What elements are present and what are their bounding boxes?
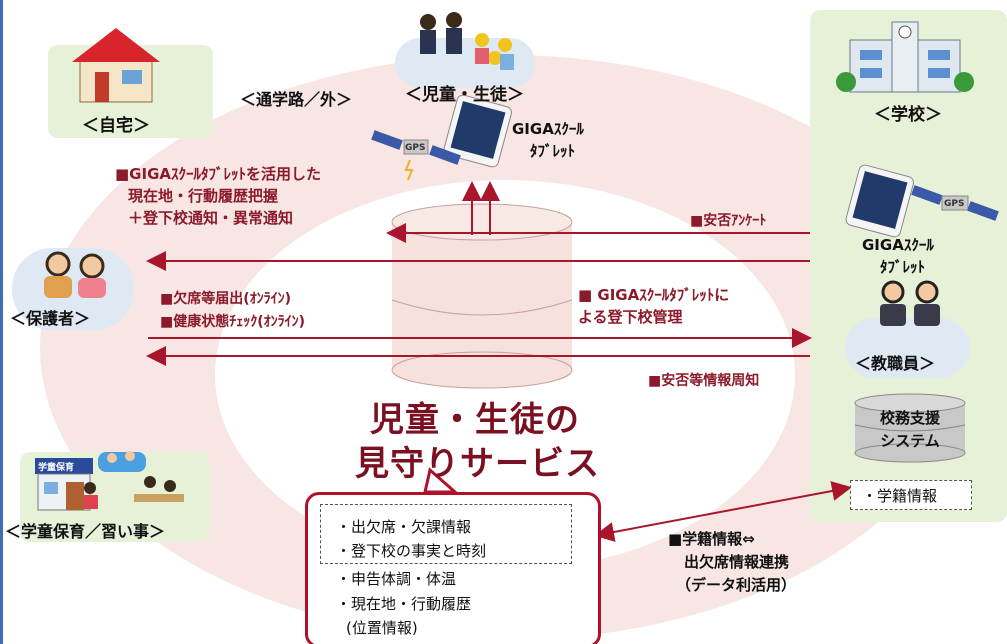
guardian-icon: [44, 251, 106, 298]
arrow-registry-link: [594, 481, 852, 542]
tablet-right-line1: GIGAｽｸｰﾙ: [862, 236, 934, 254]
staff-label: ＜教職員＞: [855, 354, 936, 373]
tablet-top-line1: GIGAｽｸｰﾙ: [512, 120, 584, 138]
data-item: ・現在地・行動履歴: [336, 595, 472, 613]
service-title-line2: 見守りサービス: [355, 444, 600, 484]
children-label: ＜児童・生徒＞: [405, 85, 524, 105]
home-label: ＜自宅＞: [82, 116, 150, 136]
gps-label-top: GPS: [405, 143, 426, 153]
tablet-top-icon: [443, 94, 512, 168]
registry-link-line1: ■学籍情報⇔: [668, 530, 755, 548]
afterschool-building-icon: [35, 458, 93, 511]
absence-report-label: ■欠席等届出(ｵﾝﾗｲﾝ): [160, 291, 292, 307]
data-items-highlight: [320, 504, 572, 564]
staff-icon: [880, 280, 940, 326]
data-item: ・出欠席・欠課情報: [336, 518, 472, 536]
school-system-cylinder: [854, 393, 966, 463]
tablet-use-line3: ＋登下校通知・異常通知: [128, 209, 294, 227]
data-item: ・登下校の事実と時刻: [336, 542, 487, 560]
satellite-right-icon: [911, 185, 999, 221]
health-check-label: ■健康状態ﾁｪｯｸ(ｵﾝﾗｲﾝ): [160, 314, 306, 330]
guardian-panel: [12, 248, 134, 330]
attendance-mgmt-line1: ■ GIGAｽｸｰﾙﾀﾌﾞﾚｯﾄに: [578, 286, 730, 304]
school-system-line2: システム: [880, 432, 940, 450]
service-title-line1: 児童・生徒の: [370, 400, 580, 440]
tablet-use-line1: ■GIGAｽｸｰﾙﾀﾌﾞﾚｯﾄを活用した: [115, 165, 321, 183]
school-label: ＜学校＞: [874, 105, 942, 125]
study-kids-icon: [84, 476, 184, 509]
afterschool-label: ＜学童保育／習い事＞: [5, 522, 166, 541]
guardian-label: ＜保護者＞: [10, 309, 91, 328]
children-icon: [420, 12, 514, 70]
school-system-item: ・学籍情報: [862, 487, 938, 505]
staff-panel: [845, 318, 970, 378]
data-items-box: [305, 492, 601, 644]
tablet-right-line2: ﾀﾌﾞﾚｯﾄ: [880, 258, 926, 276]
route-label: ＜通学路／外＞: [240, 90, 353, 109]
safety-info-label: ■安否等情報周知: [648, 373, 760, 389]
data-item: ・申告体調・体温: [336, 570, 457, 588]
school-system-line1: 校務支援: [879, 409, 940, 427]
school-system-item-box: [850, 480, 972, 510]
attendance-mgmt-line2: よる登下校管理: [578, 308, 683, 326]
satellite-top-icon: [371, 130, 461, 181]
registry-link-line3: （データ利活用）: [676, 576, 797, 594]
database-cylinder: [391, 203, 573, 389]
tablet-top-line2: ﾀﾌﾞﾚｯﾄ: [530, 142, 576, 160]
data-item: (位置情報): [346, 619, 418, 637]
house-icon: [72, 28, 160, 103]
school-building-icon: [836, 21, 974, 93]
registry-link-line2: 出欠席情報連携: [684, 553, 790, 571]
afterschool-sign: 学童保育: [38, 463, 75, 473]
gps-label-right: GPS: [944, 199, 965, 209]
left-border: [0, 0, 3, 644]
safety-survey-label: ■安否ｱﾝｹｰﾄ: [690, 213, 767, 229]
pool-icon: [98, 451, 146, 472]
tablet-right-icon: [845, 164, 914, 238]
tablet-use-line2: 現在地・行動履歴把握: [128, 187, 279, 205]
